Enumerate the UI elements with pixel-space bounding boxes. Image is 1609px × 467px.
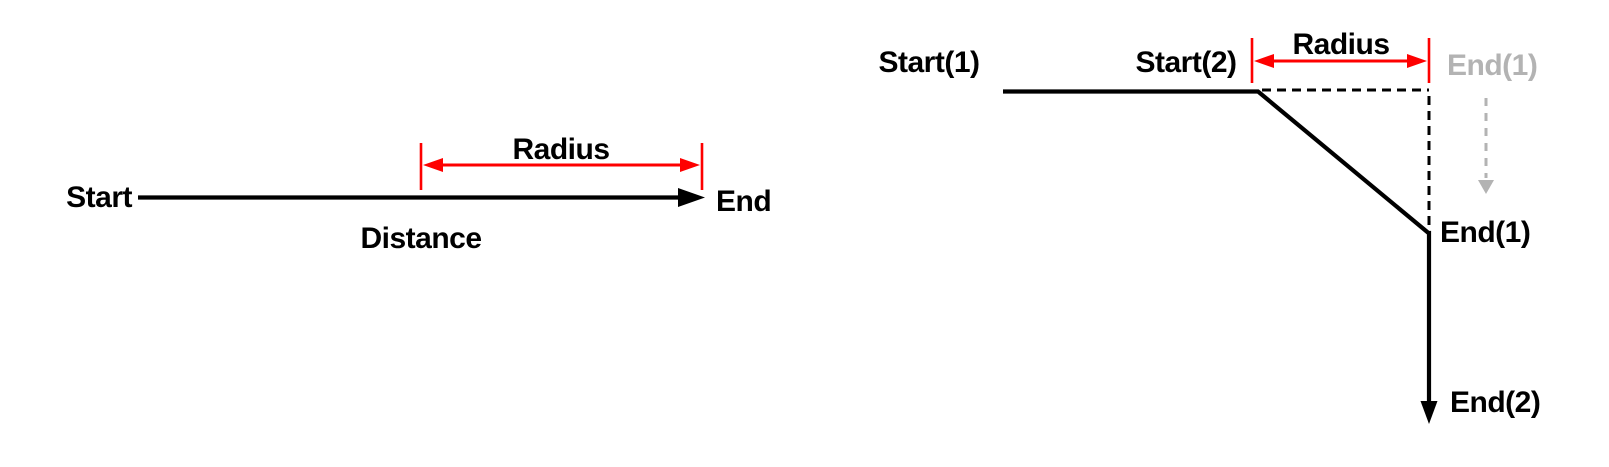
radius-label: Radius [512, 133, 609, 166]
smoothed-path-polyline [1003, 89, 1432, 404]
radius-arrowhead-right-icon [680, 158, 700, 172]
radius-arrowhead-left-icon [423, 158, 443, 172]
smoothed-path-figure: Start(1) Start(2) Radius End(1) End(1) E… [878, 28, 1541, 424]
end1-ghost-label: End(1) [1447, 49, 1537, 82]
start-label: Start [66, 181, 132, 214]
radius-arrowhead-right-icon [1407, 54, 1427, 68]
start2-label: Start(2) [1135, 46, 1236, 79]
end-label: End [716, 185, 771, 218]
start1-label: Start(1) [878, 46, 979, 79]
path-arrowhead-icon [678, 188, 705, 207]
smoothed-path-arrowhead-icon [1420, 401, 1438, 424]
end2-label: End(2) [1450, 386, 1540, 419]
distance-label: Distance [360, 222, 481, 255]
ghost-end1-arrowhead-icon [1478, 180, 1494, 194]
straight-path-figure: Start End Radius Distance [66, 133, 772, 255]
radius-label: Radius [1292, 28, 1389, 61]
radius-arrowhead-left-icon [1254, 54, 1274, 68]
end1-label: End(1) [1440, 216, 1530, 249]
